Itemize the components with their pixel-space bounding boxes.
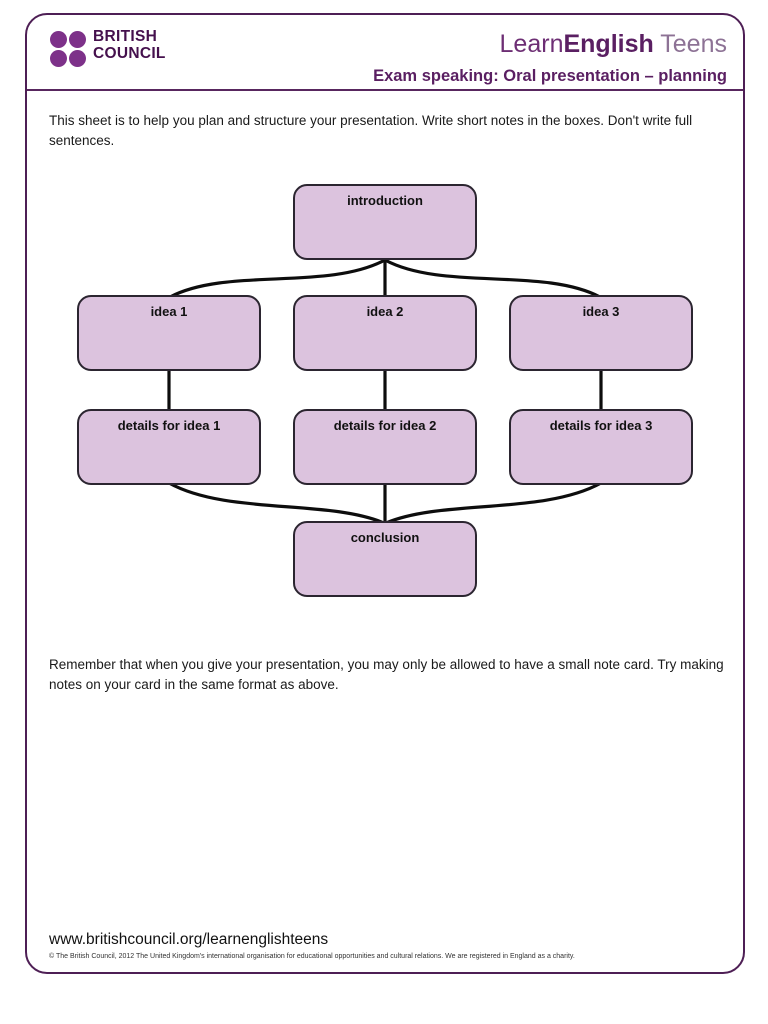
connector-details3-conclusion [384, 481, 603, 525]
reminder-text: Remember that when you give your present… [49, 657, 724, 693]
node-idea-1: idea 1 [77, 295, 261, 371]
node-idea-2: idea 2 [293, 295, 477, 371]
wordmark-english: English [563, 30, 654, 58]
header: BRITISH COUNCIL LearnEnglish Teens Exam … [27, 15, 743, 91]
logo-dot-icon [69, 31, 86, 48]
page-title: Exam speaking: Oral presentation – plann… [373, 67, 727, 85]
footer-copyright: © The British Council, 2012 The United K… [49, 953, 575, 960]
wordmark-learn: Learn [499, 30, 564, 58]
logo-dots-icon [50, 31, 86, 67]
logo-dot-icon [50, 50, 67, 67]
logo-wordmark: BRITISH COUNCIL [93, 28, 166, 62]
flowchart-connectors [167, 257, 603, 525]
worksheet-card: BRITISH COUNCIL LearnEnglish Teens Exam … [25, 13, 745, 974]
logo-dot-icon [69, 50, 86, 67]
logo-line-2: COUNCIL [93, 44, 166, 62]
node-conclusion: conclusion [293, 521, 477, 597]
footer-url-link[interactable]: www.britishcouncil.org/learnenglishteens [49, 931, 329, 948]
connector-intro-idea1 [168, 258, 387, 299]
connector-details1-conclusion [167, 481, 386, 525]
logo-line-1: BRITISH [93, 28, 158, 45]
instructions-text: This sheet is to help you plan and struc… [49, 113, 693, 149]
connector-intro-idea3 [383, 258, 602, 299]
wordmark-teens: Teens [653, 30, 727, 58]
node-details-for-idea-2: details for idea 2 [293, 409, 477, 485]
node-details-for-idea-1: details for idea 1 [77, 409, 261, 485]
node-details-for-idea-3: details for idea 3 [509, 409, 693, 485]
node-idea-3: idea 3 [509, 295, 693, 371]
learnenglish-teens-wordmark: LearnEnglish Teens [500, 31, 727, 57]
logo-dot-icon [50, 31, 67, 48]
node-introduction: introduction [293, 184, 477, 260]
british-council-logo: BRITISH COUNCIL [50, 28, 166, 67]
